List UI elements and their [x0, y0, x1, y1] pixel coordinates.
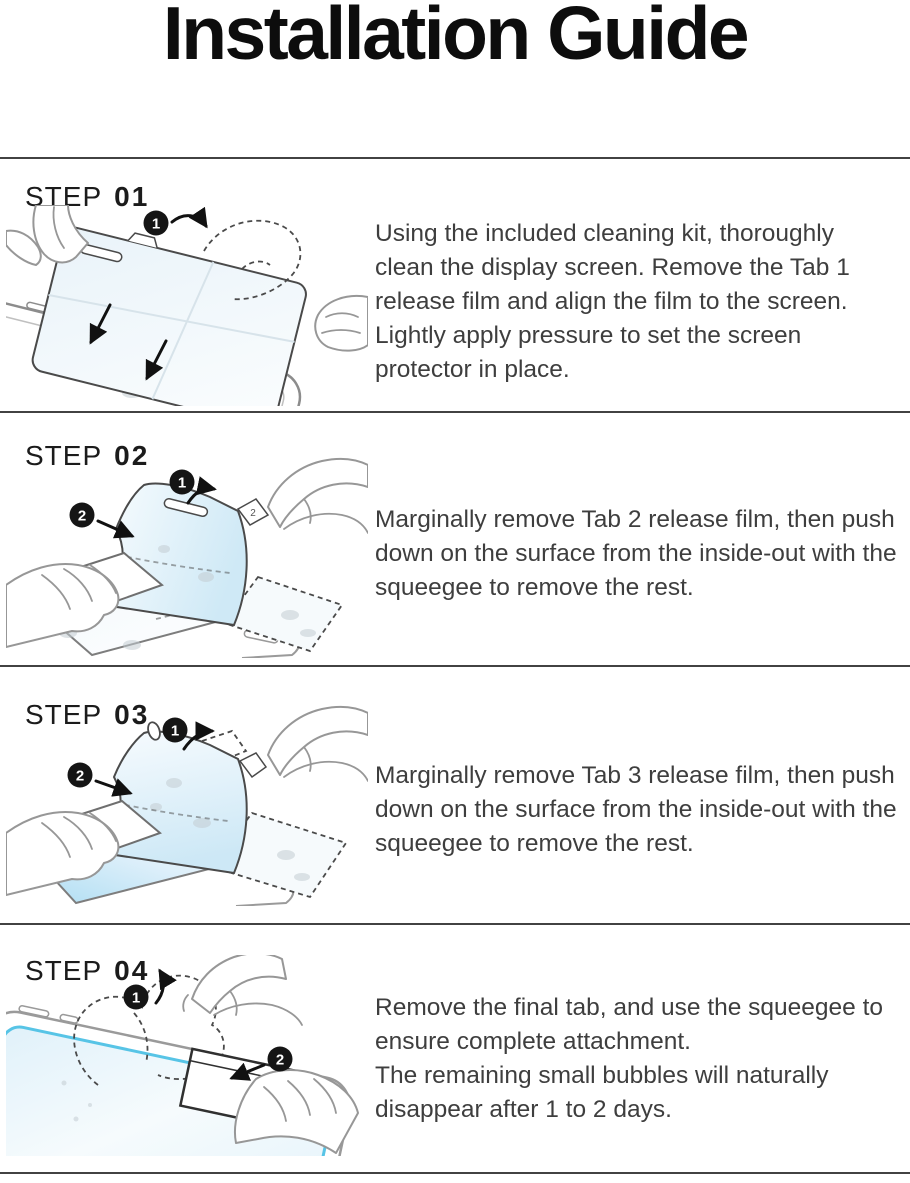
svg-text:1: 1 [178, 475, 186, 492]
step-badge-1: 1 [169, 469, 195, 495]
svg-text:1: 1 [132, 990, 140, 1007]
step-2-illustration: 2 1 [6, 457, 368, 658]
right-hand [314, 295, 368, 352]
step-4-section: STEP 04 [0, 923, 910, 1174]
step-number: 04 [114, 955, 150, 986]
pin-loop [147, 721, 161, 741]
step-number: 01 [114, 181, 150, 212]
svg-text:2: 2 [276, 1052, 284, 1069]
push-arrow-icon [96, 519, 135, 539]
release-film [31, 226, 307, 406]
peel-direction-arrow-icon [186, 476, 217, 505]
step-badge-1: 1 [123, 984, 149, 1010]
step-4-description-line-2: The remaining small bubbles will natural… [375, 1062, 829, 1123]
step-label: STEP [25, 955, 103, 986]
step-number: 02 [114, 440, 150, 471]
press-down-arrow-icon [145, 339, 168, 381]
step-3-section: STEP 03 [0, 665, 910, 923]
final-squeegee-illustration-svg: 1 2 [6, 955, 359, 1156]
svg-text:1: 1 [152, 216, 160, 233]
step-badge-2: 2 [267, 1046, 293, 1072]
step-4-description-line-1: Remove the final tab, and use the squeeg… [375, 994, 884, 1055]
step-4-header: STEP 04 [25, 955, 149, 987]
push-arrow-icon [229, 1062, 266, 1081]
step-label: STEP [25, 699, 103, 730]
page-title: Installation Guide [162, 0, 750, 75]
pressing-hand [6, 563, 120, 648]
peel-tab3-illustration-svg: 1 2 [6, 705, 368, 906]
tab-flip-outline [200, 729, 248, 765]
step-1-illustration: 1 [6, 205, 368, 406]
press-down-arrow-icon [89, 303, 112, 345]
step-label: STEP [25, 440, 103, 471]
peel-direction-arrow-icon [154, 968, 177, 1005]
svg-text:2: 2 [76, 768, 84, 785]
step-2-description: Marginally remove Tab 2 release film, th… [375, 506, 897, 601]
step-3-illustration: 1 2 [6, 705, 368, 906]
pinching-fingers [267, 705, 368, 782]
peel-direction-arrow-icon [182, 721, 215, 751]
step-2-section: STEP 02 [0, 411, 910, 665]
step-1-description: Using the included cleaning kit, thoroug… [375, 220, 850, 383]
left-hand [6, 205, 89, 266]
svg-text:2: 2 [250, 508, 256, 519]
pressing-hand [234, 1069, 359, 1154]
step-badge-1: 1 [143, 210, 169, 236]
step-4-description: Remove the final tab, and use the squeeg… [375, 991, 899, 1127]
step-2-header: STEP 02 [25, 440, 149, 472]
pinching-fingers [267, 457, 368, 534]
step-3-description: Marginally remove Tab 3 release film, th… [375, 762, 897, 857]
step-badge-2: 2 [67, 762, 93, 788]
align-film-illustration-svg: 1 [6, 205, 368, 406]
tab [236, 498, 270, 526]
step-number: 03 [114, 699, 150, 730]
step-4-illustration: 1 2 [6, 955, 368, 1156]
peel-tab2-illustration-svg: 2 1 [6, 457, 368, 658]
step-badge-2: 2 [69, 502, 95, 528]
tab [238, 752, 268, 779]
peel-direction-arrow-icon [170, 206, 208, 229]
step-badge-1: 1 [162, 717, 188, 743]
step-3-header: STEP 03 [25, 699, 149, 731]
svg-text:2: 2 [78, 508, 86, 525]
push-arrow-icon [94, 778, 133, 797]
svg-text:1: 1 [171, 723, 179, 740]
pinching-fingers [182, 955, 303, 1026]
pressing-hand [6, 811, 120, 896]
